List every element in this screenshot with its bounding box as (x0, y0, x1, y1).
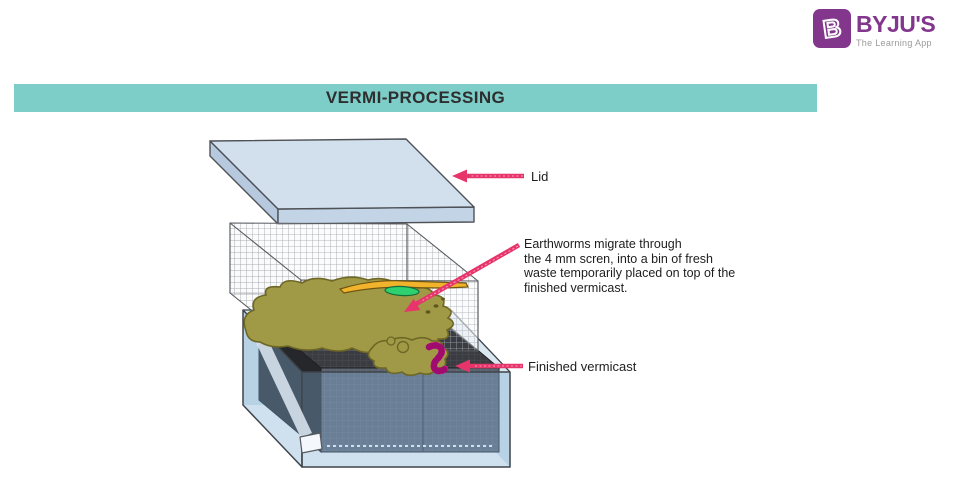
lid-arrow (452, 169, 524, 183)
note-line-3: waste temporarily placed on top of the (524, 266, 736, 281)
byjus-wordmark: BYJU'S (856, 11, 936, 37)
byjus-logo-text: BYJU'S The Learning App (856, 9, 936, 49)
byjus-monogram-icon: B (813, 9, 851, 48)
byjus-tagline: The Learning App (856, 38, 932, 48)
label-earthworm-note: Earthworms migrate through the 4 mm scre… (524, 237, 735, 296)
byjus-monogram-letter: B (821, 14, 843, 44)
title-banner: VERMI-PROCESSING (14, 84, 817, 112)
bin-tab (299, 432, 323, 454)
byjus-logo: B BYJU'S The Learning App (813, 9, 936, 49)
label-lid: Lid (531, 169, 549, 184)
note-line-1: Earthworms migrate through (524, 237, 682, 251)
bin-rim-highlight (252, 329, 312, 438)
lid-illustration (209, 138, 475, 225)
note-line-4: finished vermicast. (524, 281, 628, 296)
earthworm-arrow (404, 243, 521, 312)
label-finished-vermicast: Finished vermicast (528, 359, 637, 374)
earthworm-illustration (425, 342, 449, 375)
page-title: VERMI-PROCESSING (325, 88, 506, 107)
green-scrap (384, 285, 420, 297)
annotation-arrows (404, 169, 524, 373)
finished-vermicast-arrow (455, 359, 523, 373)
note-line-2: the 4 mm scren, into a bin of fresh (524, 251, 713, 266)
